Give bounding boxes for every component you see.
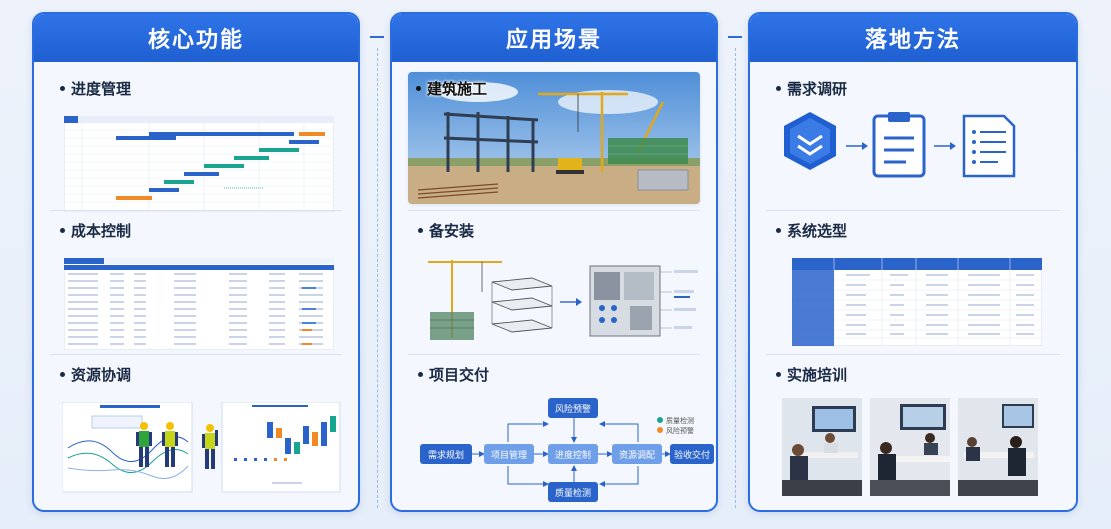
flow-node-acceptance-delivery: 验收交付 <box>670 444 714 464</box>
dashed-divider <box>735 48 736 508</box>
equipment-installation-illustration <box>428 260 698 340</box>
svg-text:资源调配: 资源调配 <box>619 450 655 461</box>
flow-node-project-management: 项目管理 <box>484 444 534 464</box>
column-title: 应用场景 <box>392 14 716 62</box>
bullet-icon <box>776 372 781 377</box>
system-comparison-table <box>792 258 1042 346</box>
section-title: 建筑施工 <box>416 78 487 99</box>
svg-text:质量检测: 质量检测 <box>666 416 694 425</box>
divider <box>408 354 700 355</box>
training-photo-2 <box>870 398 950 496</box>
divider <box>766 210 1060 211</box>
research-hexagon-icon <box>784 112 836 170</box>
column-implementation-methods: 落地方法 需求调研 <box>748 12 1078 512</box>
bullet-icon <box>60 228 65 233</box>
section-schedule-management: 进度管理 <box>50 72 342 212</box>
construction-site-image <box>408 72 700 204</box>
svg-text:风险预警: 风险预警 <box>666 426 694 435</box>
flow-legend: 质量检测 风险预警 <box>657 416 694 435</box>
section-system-selection: 系统选型 <box>766 214 1060 352</box>
column-title: 核心功能 <box>34 14 358 62</box>
dashed-divider <box>377 48 378 508</box>
worker-figures-icon <box>136 422 218 469</box>
resource-dashboard-illustration <box>62 402 341 493</box>
svg-text:风险预警: 风险预警 <box>555 403 591 415</box>
training-photo-1 <box>782 398 862 496</box>
cost-table-illustration <box>64 258 334 350</box>
bullet-icon <box>776 86 781 91</box>
divider <box>766 354 1060 355</box>
section-title: 进度管理 <box>60 78 131 99</box>
divider <box>50 210 342 211</box>
bullet-icon <box>60 372 65 377</box>
column-connector <box>728 36 742 38</box>
requirements-process-icons <box>784 112 1016 178</box>
bullet-icon <box>60 86 65 91</box>
section-title: 需求调研 <box>776 78 847 99</box>
section-building-construction: 建筑施工 <box>408 72 700 204</box>
section-title: 实施培训 <box>776 364 847 385</box>
flow-node-schedule-control: 进度控制 <box>548 444 598 464</box>
section-title: 备安装 <box>418 220 474 241</box>
bullet-icon <box>418 372 423 377</box>
svg-text:项目管理: 项目管理 <box>491 449 527 461</box>
column-application-scenarios: 应用场景 建筑施工 <box>390 12 718 512</box>
document-list-icon <box>962 114 1016 178</box>
flow-node-risk-warning: 风险预警 <box>548 398 598 418</box>
column-title: 落地方法 <box>750 14 1076 62</box>
column-connector <box>370 36 384 38</box>
bullet-icon <box>418 228 423 233</box>
flow-node-resource-allocation: 资源调配 <box>612 444 662 464</box>
section-cost-control: 成本控制 <box>50 214 342 352</box>
svg-text:质量检测: 质量检测 <box>555 487 591 499</box>
section-resource-coordination: 资源协调 <box>50 358 342 506</box>
bullet-icon <box>776 228 781 233</box>
section-title: 项目交付 <box>418 364 489 385</box>
svg-text:需求规划: 需求规划 <box>428 449 464 461</box>
delivery-flow-diagram: 需求规划 项目管理 进度控制 资源调配 验收交付 风险预警 <box>420 398 714 502</box>
section-title: 成本控制 <box>60 220 131 241</box>
svg-text:验收交付: 验收交付 <box>674 449 710 461</box>
column-core-functions: 核心功能 进度管理 <box>32 12 360 512</box>
training-photo-3 <box>958 398 1038 496</box>
section-equipment-installation: 备安装 <box>408 214 700 352</box>
bullet-icon <box>416 86 421 91</box>
clipboard-icon <box>872 112 926 178</box>
gantt-chart-illustration <box>64 116 334 212</box>
section-title: 系统选型 <box>776 220 847 241</box>
section-requirements-research: 需求调研 <box>766 72 1060 208</box>
svg-text:进度控制: 进度控制 <box>555 449 591 461</box>
flow-node-requirements-planning: 需求规划 <box>420 444 472 464</box>
divider <box>408 210 700 211</box>
training-photos <box>782 398 1038 496</box>
divider <box>50 354 342 355</box>
section-title: 资源协调 <box>60 364 131 385</box>
section-implementation-training: 实施培训 <box>766 358 1060 506</box>
section-project-delivery: 项目交付 需求规划 <box>408 358 714 506</box>
flow-node-quality-inspection: 质量检测 <box>548 482 598 502</box>
